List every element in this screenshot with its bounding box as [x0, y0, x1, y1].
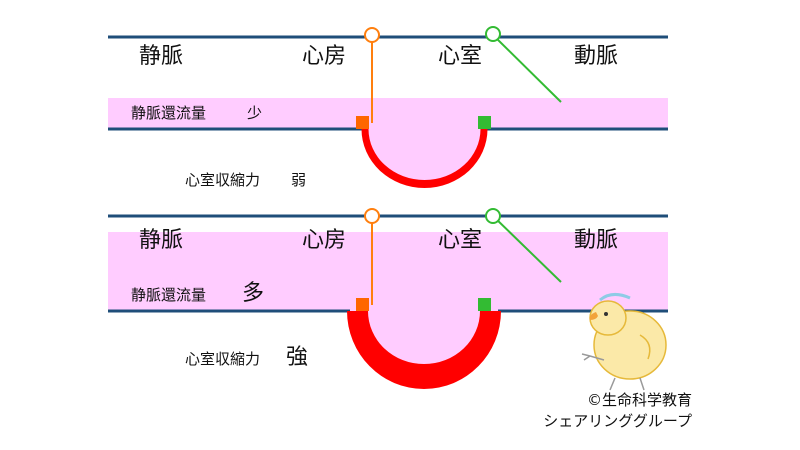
credit-line-2: シェアリンググループ [543, 412, 692, 430]
credit-line-1: ©生命科学教育 [586, 391, 692, 409]
ventricle-cavity [368, 311, 480, 364]
ventricle-muscle-thin [361, 129, 488, 188]
contractility-label: 心室収縮力 [185, 171, 261, 189]
arterial-valve-block [478, 298, 491, 311]
ventricle-muscle-thick [347, 311, 501, 389]
arterial-valve-line [492, 34, 562, 103]
atrial-valve-block [356, 298, 369, 311]
chick-icon [581, 293, 667, 391]
venous-return-label: 静脈還流量 [131, 286, 207, 304]
panel-high-return [108, 208, 668, 389]
venous-return-amount: 少 [247, 104, 263, 122]
panel-low-return [108, 26, 668, 188]
vein-label: 静脈 [139, 44, 184, 69]
arterial-valve-block [478, 116, 491, 129]
venous-return-amount: 多 [242, 281, 265, 306]
contractility-strength: 強 [286, 345, 309, 370]
vein-label: 静脈 [139, 228, 184, 253]
contractility-strength: 弱 [291, 171, 307, 189]
credit: ©生命科学教育 シェアリンググループ [543, 390, 692, 432]
contractility-label: 心室収縮力 [185, 350, 261, 368]
ventricle-label: 心室 [438, 228, 483, 253]
ventricle-label: 心室 [438, 44, 483, 69]
atrium-label: 心房 [302, 44, 347, 69]
atrial-valve-hinge-icon [364, 208, 380, 224]
ventricle-cavity [365, 129, 484, 184]
atrial-valve-hinge-icon [364, 27, 380, 43]
arterial-valve-line [492, 215, 562, 283]
blood-band [108, 232, 668, 312]
artery-label: 動脈 [574, 44, 619, 69]
venous-return-label: 静脈還流量 [131, 104, 207, 122]
blood-band [108, 98, 668, 130]
atrium-label: 心房 [302, 228, 347, 253]
arterial-valve-hinge-icon [485, 26, 501, 42]
artery-label: 動脈 [574, 228, 619, 253]
arterial-valve-hinge-icon [485, 208, 501, 224]
atrial-valve-block [356, 116, 369, 129]
